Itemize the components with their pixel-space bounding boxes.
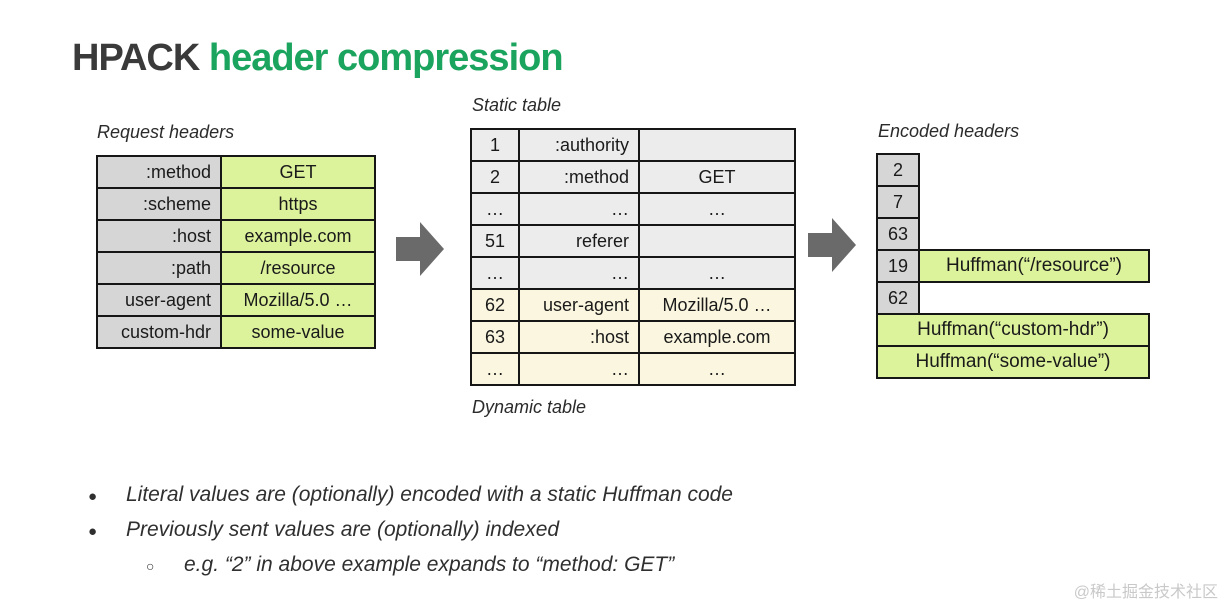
entry-value: GET (638, 160, 796, 194)
page-title: HPACK header compression (72, 37, 564, 80)
table-row: 2 :method GET (470, 160, 796, 194)
encoded-huffman-cell: Huffman(“some-value”) (876, 345, 1150, 379)
static-dynamic-table: 1 :authority 2 :method GET … … … 51 refe… (470, 128, 796, 386)
right-arrow-icon (396, 222, 444, 276)
table-row: user-agent Mozilla/5.0 … (96, 283, 376, 317)
notes-list: ● Literal values are (optionally) encode… (88, 478, 1068, 583)
table-row: :path /resource (96, 251, 376, 285)
encoded-index-cell: 63 (876, 217, 920, 251)
entry-index: 62 (470, 288, 520, 322)
bullet-icon: ● (88, 488, 98, 505)
title-accent: header compression (208, 37, 564, 80)
entry-name: :authority (518, 128, 640, 162)
entry-name: … (518, 192, 640, 226)
entry-index: … (470, 352, 520, 386)
encoded-huffman-cell: Huffman(“custom-hdr”) (876, 313, 1150, 347)
table-row: 62 user-agent Mozilla/5.0 … (470, 288, 796, 322)
table-row: :method GET (96, 155, 376, 189)
encoded-headers-label: Encoded headers (878, 121, 1020, 141)
dynamic-table-label: Dynamic table (472, 397, 587, 417)
table-row: … … … (470, 192, 796, 226)
watermark: @稀土掘金技术社区 (1073, 584, 1218, 601)
header-name: :path (96, 251, 222, 285)
entry-value (638, 224, 796, 258)
header-value: Mozilla/5.0 … (220, 283, 376, 317)
encoded-index-cell: 2 (876, 153, 920, 187)
entry-index: 51 (470, 224, 520, 258)
table-row: 1 :authority (470, 128, 796, 162)
title-prefix: HPACK (72, 37, 209, 80)
header-name: custom-hdr (96, 315, 222, 349)
encoded-index-cell: 19 (876, 249, 920, 283)
entry-name: :method (518, 160, 640, 194)
table-row: 51 referer (470, 224, 796, 258)
right-arrow-icon (808, 218, 856, 272)
table-row: … … … (470, 256, 796, 290)
bullet-icon: ● (88, 523, 98, 540)
static-table-label: Static table (472, 95, 562, 115)
entry-name: :host (518, 320, 640, 354)
header-value: some-value (220, 315, 376, 349)
header-name: :method (96, 155, 222, 189)
entry-index: 1 (470, 128, 520, 162)
header-value: example.com (220, 219, 376, 253)
entry-index: … (470, 192, 520, 226)
note-text: Previously sent values are (optionally) … (126, 518, 560, 541)
header-value: GET (220, 155, 376, 189)
entry-index: 63 (470, 320, 520, 354)
entry-name: … (518, 256, 640, 290)
header-value: /resource (220, 251, 376, 285)
request-headers-label: Request headers (97, 122, 235, 142)
entry-value (638, 128, 796, 162)
table-row: :host example.com (96, 219, 376, 253)
encoded-index-cell: 7 (876, 185, 920, 219)
entry-value: … (638, 352, 796, 386)
entry-value: … (638, 192, 796, 226)
table-row: 63 :host example.com (470, 320, 796, 354)
encoded-index-cell: 62 (876, 281, 920, 315)
table-row: … … … (470, 352, 796, 386)
encoded-huffman-cell: Huffman(“/resource”) (918, 249, 1150, 283)
list-item: ○ e.g. “2” in above example expands to “… (146, 548, 1068, 583)
list-item: ● Literal values are (optionally) encode… (88, 478, 1068, 513)
circle-bullet-icon: ○ (146, 558, 155, 574)
header-value: https (220, 187, 376, 221)
entry-index: … (470, 256, 520, 290)
note-text: e.g. “2” in above example expands to “me… (184, 553, 675, 576)
header-name: :host (96, 219, 222, 253)
entry-value: Mozilla/5.0 … (638, 288, 796, 322)
table-row: custom-hdr some-value (96, 315, 376, 349)
table-row: :scheme https (96, 187, 376, 221)
entry-name: referer (518, 224, 640, 258)
list-item: ● Previously sent values are (optionally… (88, 513, 1068, 548)
entry-index: 2 (470, 160, 520, 194)
header-name: :scheme (96, 187, 222, 221)
header-name: user-agent (96, 283, 222, 317)
entry-value: example.com (638, 320, 796, 354)
note-text: Literal values are (optionally) encoded … (126, 483, 733, 506)
entry-name: … (518, 352, 640, 386)
entry-value: … (638, 256, 796, 290)
request-headers-table: :method GET :scheme https :host example.… (96, 155, 376, 349)
entry-name: user-agent (518, 288, 640, 322)
